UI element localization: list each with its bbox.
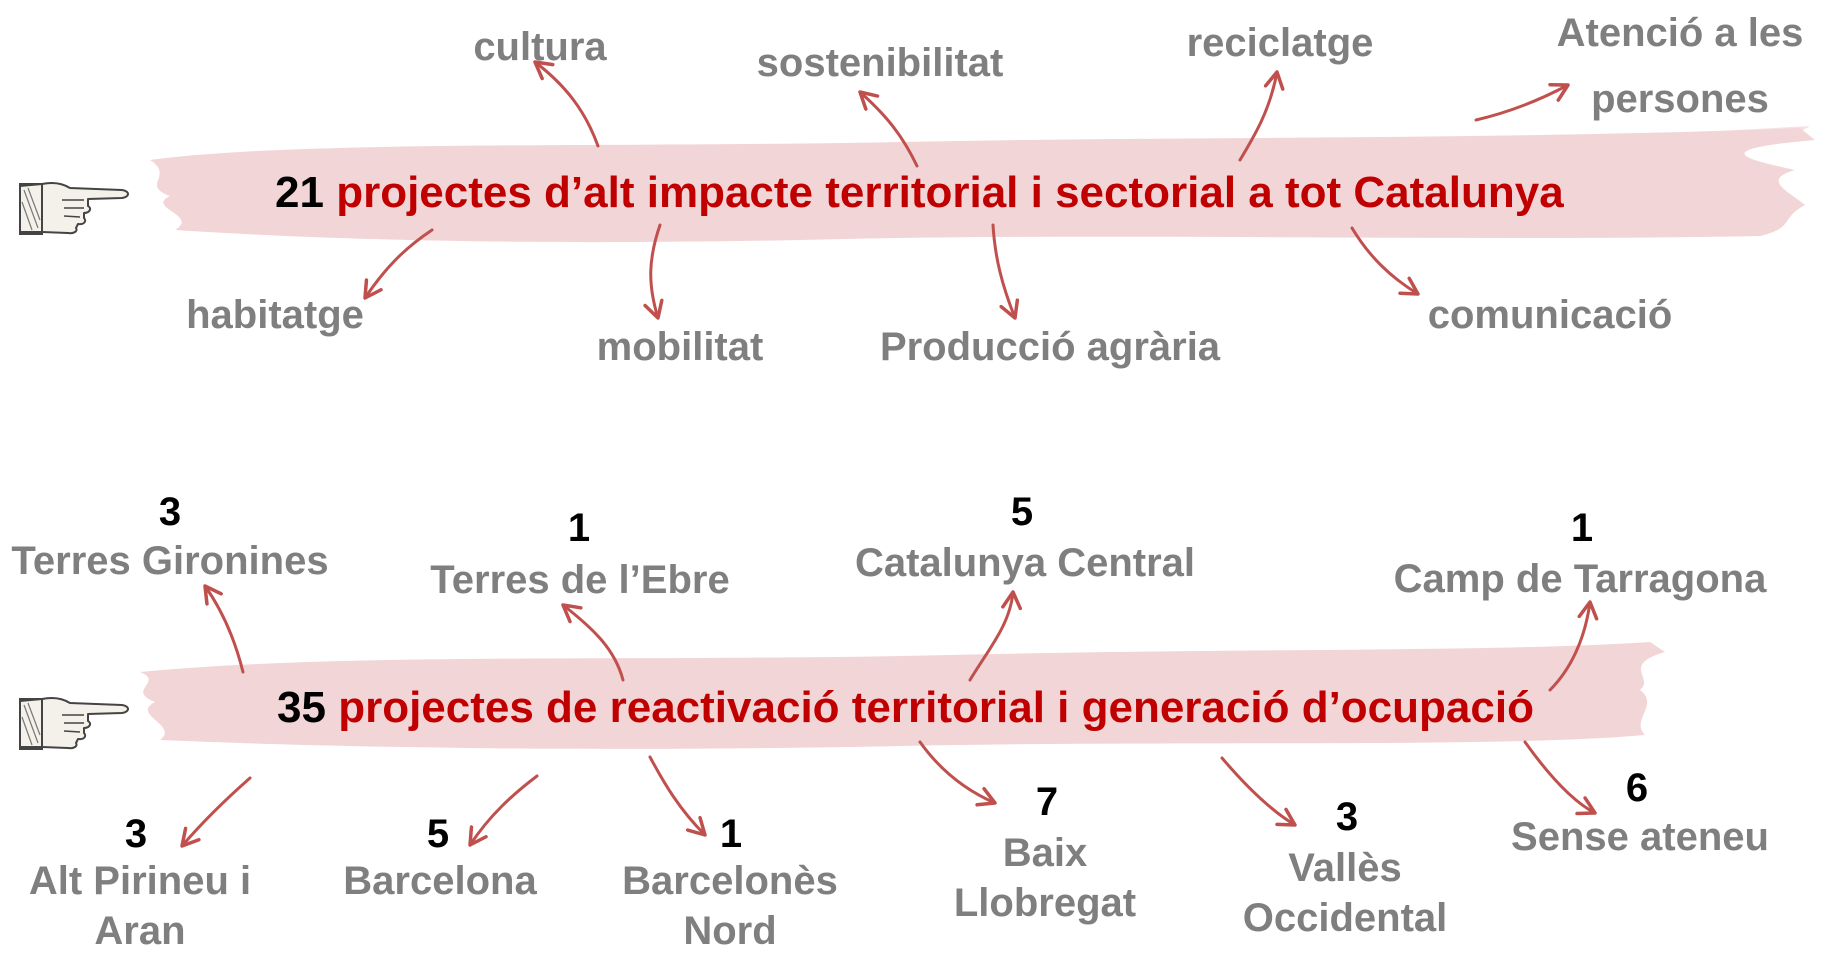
count-pirineu: 3 bbox=[124, 812, 148, 856]
arrow-mobilitat bbox=[643, 223, 664, 320]
count-ebre: 1 bbox=[567, 506, 591, 550]
headline-1: 21 projectes d’alt impacte territorial i… bbox=[275, 165, 1564, 221]
count-gironines: 3 bbox=[158, 490, 182, 534]
pointing-hand-icon bbox=[19, 697, 129, 750]
headline-1-title: projectes d’alt impacte territorial i se… bbox=[336, 168, 1564, 217]
topic-habitatge: habitatge bbox=[186, 293, 364, 337]
count-valles: 3 bbox=[1335, 795, 1359, 839]
arrow-barcelones bbox=[648, 755, 707, 837]
count-central: 5 bbox=[1010, 490, 1034, 534]
count-barcelones: 1 bbox=[719, 812, 743, 856]
arrow-produccio bbox=[991, 223, 1020, 320]
topic-sostenibilitat: sostenibilitat bbox=[756, 41, 1004, 85]
region-alt-pirineu-i-aran: Alt Pirineu i Aran bbox=[28, 859, 252, 953]
region-terres-de-lebre: Terres de l’Ebre bbox=[430, 558, 730, 602]
headline-2-title: projectes de reactivació territorial i g… bbox=[338, 683, 1534, 732]
count-barcelona: 5 bbox=[426, 812, 450, 856]
arrow-tarragona bbox=[1548, 600, 1599, 692]
arrow-barcelona bbox=[468, 774, 539, 847]
arrow-reciclatge bbox=[1238, 70, 1285, 162]
arrow-baix bbox=[918, 740, 997, 807]
region-barcelones-nord: Barcelonès Nord bbox=[622, 859, 838, 953]
region-barcelona: Barcelona bbox=[343, 859, 537, 903]
brush-stroke-1 bbox=[150, 126, 1815, 243]
count-sense: 6 bbox=[1625, 766, 1649, 810]
region-baix-llobregat: Baix Llobregat bbox=[953, 831, 1137, 925]
topic-reciclatge: reciclatge bbox=[1186, 21, 1374, 65]
arrow-cultura bbox=[533, 60, 600, 148]
arrow-central bbox=[968, 590, 1023, 682]
count-baix: 7 bbox=[1035, 780, 1059, 824]
topic-comunicacio: comunicació bbox=[1427, 293, 1673, 337]
arrow-pirineu bbox=[180, 776, 252, 848]
arrow-sostenibilitat bbox=[858, 90, 919, 168]
headline-1-count: 21 bbox=[275, 168, 324, 217]
topic-produccio: Producció agrària bbox=[879, 325, 1221, 369]
region-catalunya-central: Catalunya Central bbox=[854, 541, 1196, 585]
region-valles-occidental: Vallès Occidental bbox=[1242, 846, 1448, 940]
arrow-atencio bbox=[1474, 82, 1570, 122]
arrow-habitatge bbox=[363, 228, 434, 300]
topic-atencio: Atenció a les persones bbox=[1556, 11, 1804, 121]
headline-2-count: 35 bbox=[277, 683, 326, 732]
pointing-hand-icon bbox=[19, 182, 129, 235]
region-camp-de-tarragona: Camp de Tarragona bbox=[1393, 557, 1767, 601]
brush-stroke-2 bbox=[140, 642, 1665, 749]
arrow-comunicacio bbox=[1350, 226, 1420, 296]
region-sense-ateneu: Sense ateneu bbox=[1511, 815, 1769, 859]
region-terres-gironines: Terres Gironines bbox=[11, 539, 329, 583]
headline-2: 35 projectes de reactivació territorial … bbox=[277, 680, 1534, 736]
arrow-valles bbox=[1220, 756, 1297, 827]
arrow-gironines bbox=[203, 584, 245, 674]
arrow-sense bbox=[1523, 740, 1597, 816]
count-tarragona: 1 bbox=[1570, 506, 1594, 550]
arrow-ebre bbox=[561, 603, 625, 682]
topic-mobilitat: mobilitat bbox=[596, 325, 764, 369]
topic-cultura: cultura bbox=[473, 25, 607, 69]
